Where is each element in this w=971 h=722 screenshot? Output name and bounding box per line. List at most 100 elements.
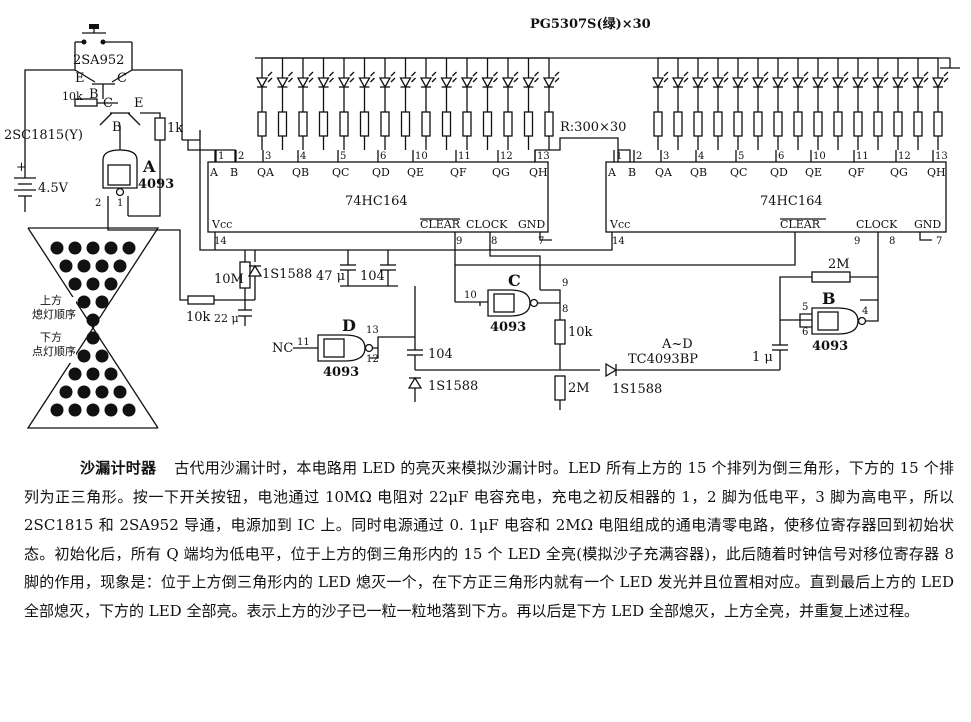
led-ray: [267, 71, 273, 77]
led-resistor: [339, 111, 349, 137]
gate-b-pin6: 6: [802, 327, 808, 338]
shift-register-left: 74HC164 Vcc CLEAR CLOCK GND A1B2QA3QB4QC…: [207, 150, 550, 247]
d-1s1588-label: 1S1588: [262, 267, 312, 282]
sr-pin-name: QE: [805, 166, 822, 179]
sr-pin-num: 1: [218, 151, 224, 162]
led-ray: [823, 77, 829, 83]
led-diode: [891, 77, 905, 89]
led-dot-top: [104, 277, 118, 291]
sr-left-gnd: GND: [518, 218, 545, 231]
gate-a-label: A: [142, 157, 156, 176]
led-ray: [803, 77, 809, 83]
sr-right-label: 74HC164: [760, 194, 823, 209]
sr-pin-name: B: [628, 166, 636, 179]
tc4093-label: TC4093BP: [628, 352, 698, 367]
sr-pin-num: 6: [778, 151, 784, 162]
sr-pin-num: 10: [415, 151, 428, 162]
led-resistor: [462, 111, 472, 137]
led-ray: [663, 77, 669, 83]
r-10k-c-label: 10k: [568, 325, 593, 340]
nc-label: NC: [272, 341, 293, 356]
led-resistor: [257, 111, 267, 137]
led-ray: [267, 77, 273, 83]
led-dot-bottom: [77, 349, 91, 363]
led-resistor: [482, 111, 493, 137]
gate-c: C 4093 10 9 8 10k 2M: [454, 265, 593, 410]
led-ray: [703, 77, 709, 83]
led-resistor: [421, 111, 431, 137]
led-dot-bottom: [86, 403, 100, 417]
led-ray: [903, 71, 909, 77]
led-ray: [288, 71, 293, 77]
sr-pin-num: 8: [491, 236, 497, 247]
push-button: [81, 24, 106, 45]
sr-pin-num: 10: [813, 151, 826, 162]
led-diode: [691, 77, 705, 89]
led-ray: [534, 71, 539, 77]
d-1s1588-b-label: 1S1588: [612, 382, 662, 397]
led-ray: [349, 71, 355, 77]
battery-label: 4.5V: [38, 181, 69, 196]
led-ray: [534, 77, 539, 83]
led-ray: [763, 77, 769, 83]
npn-pin-e: E: [134, 96, 144, 111]
gate-c-label: C: [508, 271, 521, 290]
hourglass-dots: [50, 241, 136, 417]
sr-pin-name: QG: [890, 166, 908, 179]
led-diode: [731, 77, 745, 89]
sr-pin-num: 7: [538, 236, 544, 247]
gate-c-ic: 4093: [490, 320, 526, 335]
led-diode: [337, 77, 351, 89]
led-dot-bottom: [59, 385, 73, 399]
sr-right-clear: CLEAR: [780, 218, 821, 231]
led-ray: [452, 77, 457, 83]
battery-plus: +: [16, 160, 27, 175]
gate-c-pin8: 8: [562, 304, 568, 315]
sr-pin-name: QC: [332, 166, 349, 179]
led-ray: [554, 71, 560, 77]
sr-pin-name: QC: [730, 166, 747, 179]
sr-pin-name: QH: [927, 166, 946, 179]
battery: + 4.5V: [14, 160, 69, 212]
led-ray: [863, 77, 869, 83]
pnp-transistor: 2SA952 E C B: [73, 53, 183, 140]
sr-pin-num: 9: [456, 236, 462, 247]
led-resistor: [773, 111, 783, 137]
description-body: 古代用沙漏计时，本电路用 LED 的亮灭来模拟沙漏计时。LED 所有上方的 15…: [24, 459, 954, 620]
wiring: 2M: [182, 130, 932, 321]
led-ray: [308, 77, 314, 83]
circuit-schematic: 2SA952 E C B 10k C E B 2SC1815(Y) 1k: [4, 16, 960, 429]
sr-pin-name: QD: [372, 166, 390, 179]
led-resistor: [753, 111, 763, 137]
led-ray: [329, 77, 334, 83]
sr-pin-name: QG: [492, 166, 510, 179]
led-ray: [803, 71, 809, 77]
led-resistor: [441, 111, 452, 137]
sr-pin-num: 6: [380, 151, 386, 162]
led-ray: [903, 77, 909, 83]
led-diode: [671, 77, 685, 89]
led-resistor: [913, 111, 923, 137]
sr-pin-num: 13: [537, 151, 550, 162]
led-ray: [683, 71, 689, 77]
led-ray: [723, 77, 729, 83]
led-ray: [883, 71, 889, 77]
gate-b-label: B: [822, 289, 836, 308]
led-ray: [843, 71, 849, 77]
sr-pin-num: 3: [663, 151, 669, 162]
sr-pin-num: 3: [265, 151, 271, 162]
gate-a-pin1: 1: [117, 198, 123, 209]
sr-pin-name: A: [209, 166, 219, 179]
c-104-d-label: 104: [428, 347, 453, 362]
c-47u-label: 47 μ: [316, 269, 345, 284]
led-diode: [651, 77, 665, 89]
led-dot-top: [77, 259, 91, 273]
c-1u-label: 1 μ: [752, 350, 773, 365]
led-diode: [501, 77, 515, 89]
led-dot-bottom: [95, 385, 109, 399]
pnp-pin-c: C: [117, 71, 127, 86]
led-bank-left: [255, 57, 560, 150]
sr-pin-num: 13: [935, 151, 948, 162]
sr-pin-num: 4: [698, 151, 704, 162]
led-ray: [554, 77, 560, 83]
